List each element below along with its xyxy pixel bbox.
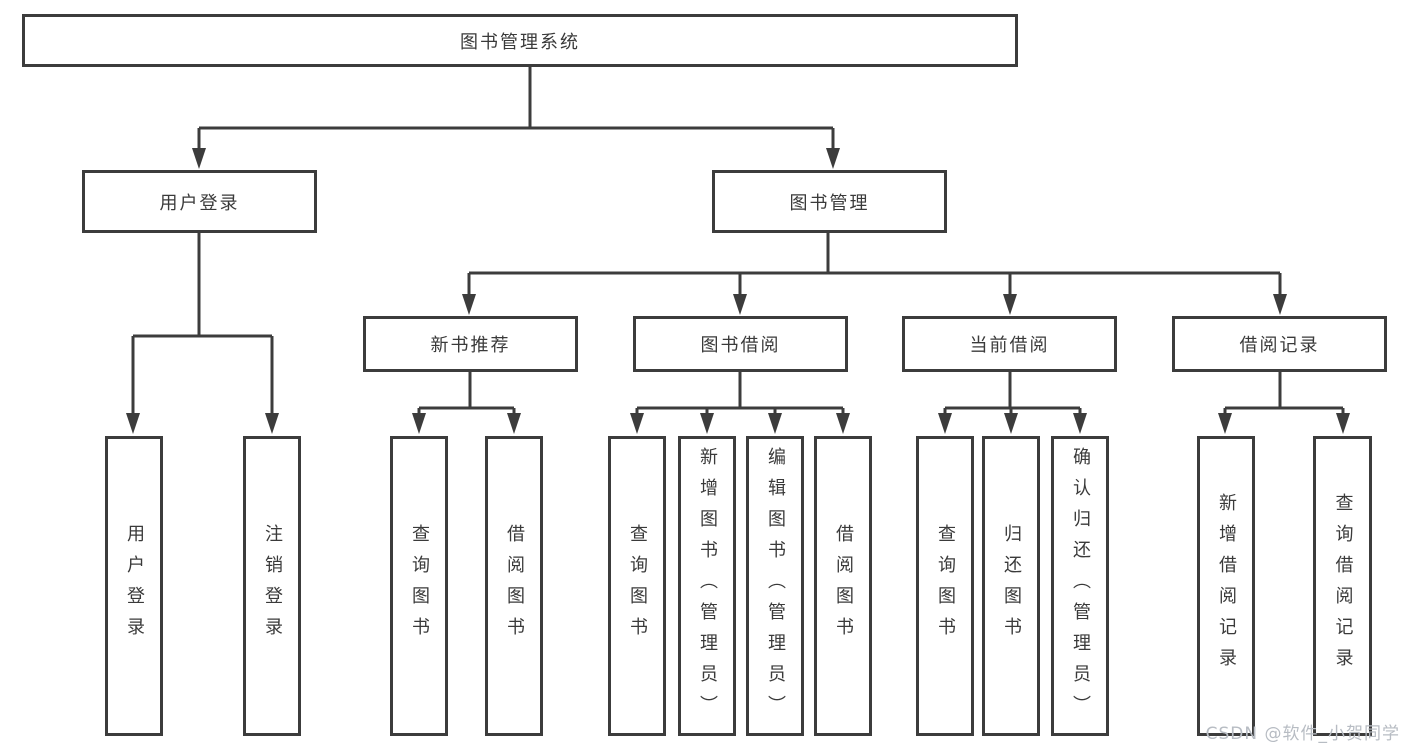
leaf-edit-books-admin: 编辑图书（管理员） [746,436,804,736]
node-user-login-branch: 用户登录 [82,170,317,233]
node-label: 借阅图书 [833,524,854,648]
node-label: 当前借阅 [969,335,1050,356]
leaf-query-books-3: 查询图书 [916,436,974,736]
node-borrowing-records: 借阅记录 [1172,316,1387,372]
node-book-borrowing: 图书借阅 [633,316,848,372]
leaf-query-books-2: 查询图书 [608,436,666,736]
node-new-book-recommendation: 新书推荐 [363,316,578,372]
node-label: 查询图书 [935,524,956,648]
node-label: 新增借阅记录 [1216,493,1237,679]
node-label: 归还图书 [1001,524,1022,648]
node-label: 用户登录 [159,192,240,214]
node-label: 注销登录 [262,524,283,648]
leaf-confirm-return-admin: 确认归还（管理员） [1051,436,1109,736]
arrowheads [126,148,1350,434]
node-label: 编辑图书（管理员） [765,446,786,726]
leaf-query-books-1: 查询图书 [390,436,448,736]
node-label: 查询借阅记录 [1332,493,1354,679]
leaf-logout: 注销登录 [243,436,301,736]
leaf-borrow-books-1: 借阅图书 [485,436,543,736]
leaf-add-borrow-record: 新增借阅记录 [1197,436,1255,736]
node-label: 确认归还（管理员） [1070,446,1091,726]
node-label: 图书管理 [789,192,870,214]
node-label: 新书推荐 [430,335,511,356]
leaf-add-books-admin: 新增图书（管理员） [678,436,736,736]
node-label: 图书借阅 [700,335,781,356]
csdn-watermark: CSDN @软件_小贺同学 [1205,724,1400,744]
node-label: 图书管理系统 [460,31,580,53]
node-label: 查询图书 [627,524,648,648]
node-library-management-system: 图书管理系统 [22,14,1018,67]
node-book-management-branch: 图书管理 [712,170,947,233]
node-label: 用户登录 [124,524,145,648]
leaf-user-login: 用户登录 [105,436,163,736]
node-current-borrowing: 当前借阅 [902,316,1117,372]
node-label: 借阅图书 [504,524,525,648]
node-label: 查询图书 [409,524,430,648]
node-label: 借阅记录 [1239,335,1320,356]
leaf-return-books: 归还图书 [982,436,1040,736]
node-label: 新增图书（管理员） [697,446,718,726]
leaf-borrow-books-2: 借阅图书 [814,436,872,736]
leaf-query-borrow-record: 查询借阅记录 [1313,436,1372,736]
